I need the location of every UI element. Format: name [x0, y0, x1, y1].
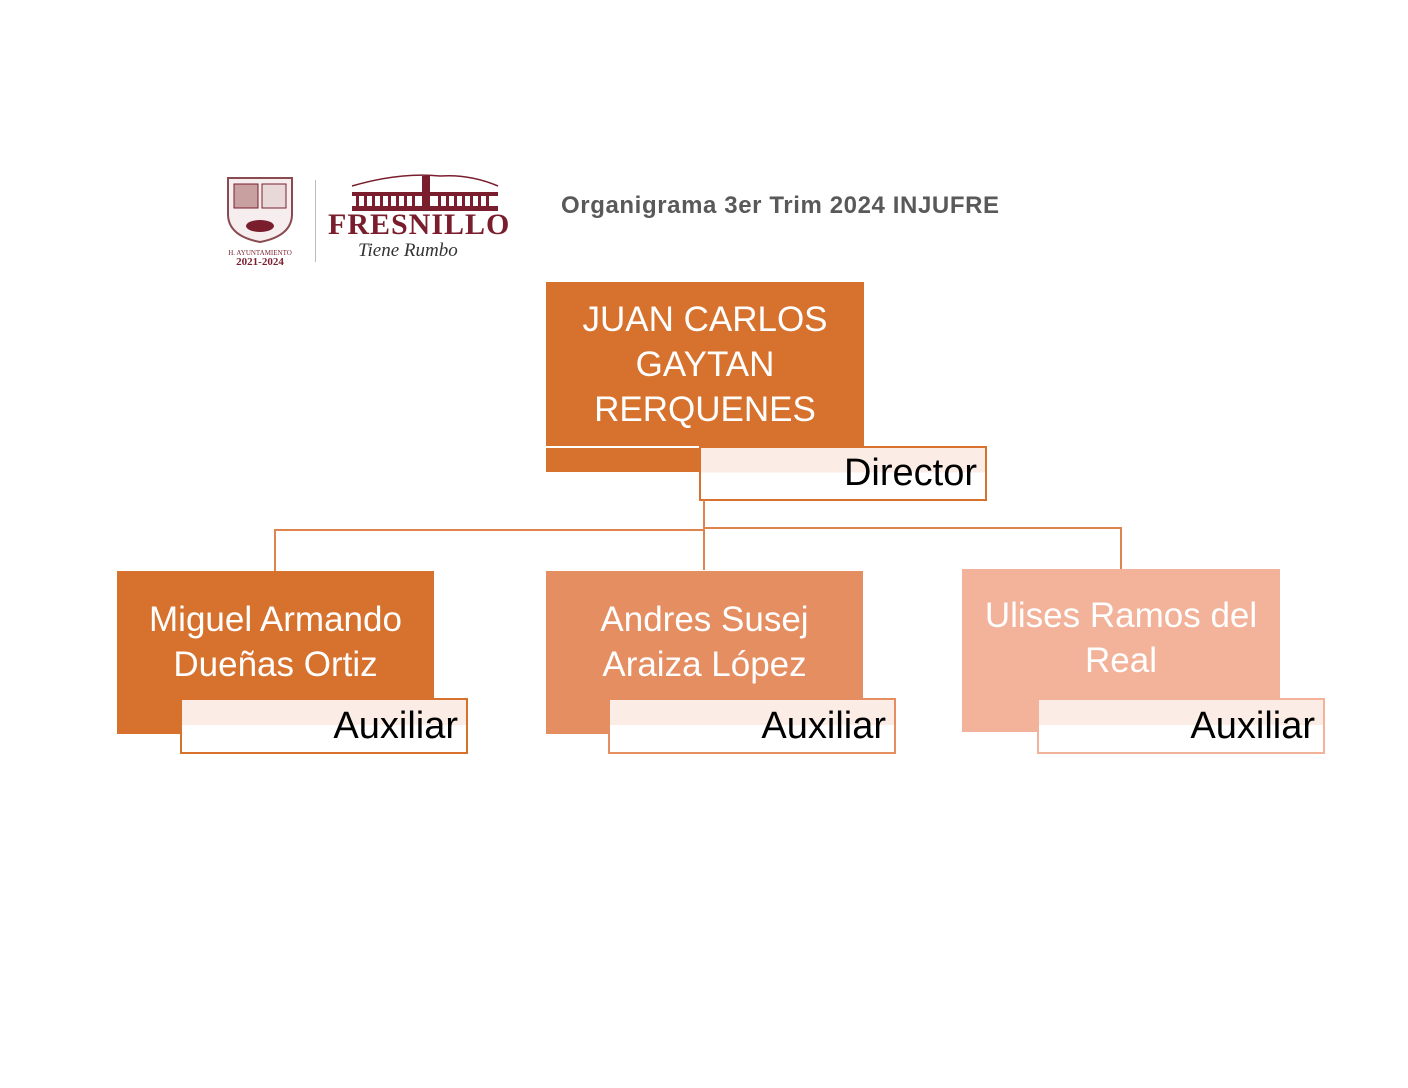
- municipal-seal-logo: H. AYUNTAMIENTO 2021-2024: [222, 174, 298, 268]
- logo-name: FRESNILLO: [328, 208, 511, 241]
- connector: [274, 529, 276, 571]
- director-strip: [546, 448, 700, 472]
- director-role: Director: [843, 452, 977, 494]
- connector: [275, 529, 705, 531]
- connector: [703, 500, 705, 570]
- staff-role-label: Auxiliar: [608, 698, 896, 754]
- connector: [703, 527, 1122, 529]
- director-role-label: Director: [699, 446, 987, 501]
- shield-icon: [227, 177, 293, 244]
- staff-name: Miguel Armando Dueñas Ortiz: [149, 600, 402, 684]
- staff-name: Andres Susej Araiza López: [600, 600, 809, 684]
- staff-role: Auxiliar: [1190, 704, 1315, 747]
- director-node: JUAN CARLOS GAYTAN RERQUENES: [546, 282, 864, 446]
- staff-name: Ulises Ramos del Real: [984, 596, 1258, 680]
- building-icon: [351, 174, 499, 211]
- staff-role-label: Auxiliar: [180, 698, 468, 754]
- logo-tagline: Tiene Rumbo: [358, 240, 458, 261]
- staff-role: Auxiliar: [761, 704, 886, 747]
- staff-role: Auxiliar: [333, 704, 458, 747]
- page-title: Organigrama 3er Trim 2024 INJUFRE: [561, 192, 1000, 219]
- seal-years: 2021-2024: [236, 256, 284, 268]
- logo-divider: [315, 180, 316, 262]
- connector: [1120, 527, 1122, 569]
- director-name: JUAN CARLOS GAYTAN RERQUENES: [582, 299, 828, 429]
- staff-role-label: Auxiliar: [1037, 698, 1325, 754]
- fresnillo-logo: FRESNILLO Tiene Rumbo: [328, 172, 511, 264]
- seal-caption: H. AYUNTAMIENTO: [228, 249, 292, 257]
